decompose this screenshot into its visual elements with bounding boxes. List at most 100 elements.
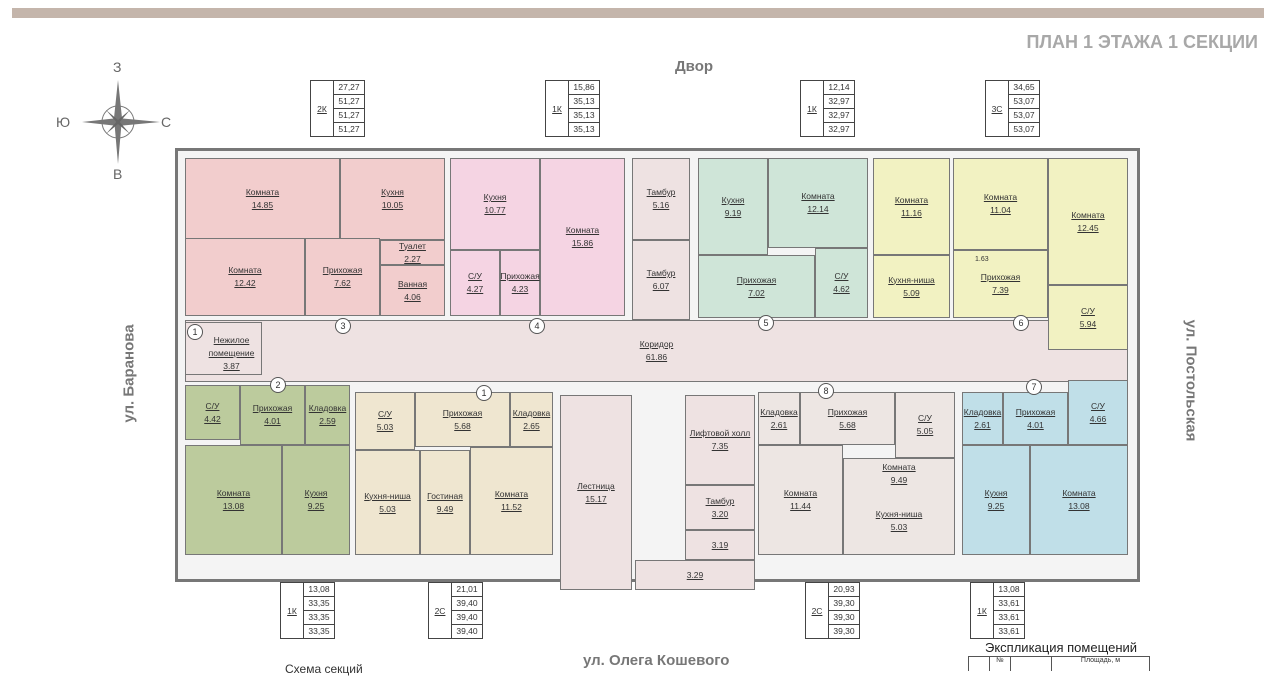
apartment-area-value: 21,01 <box>452 583 482 597</box>
apartment-type: 2С <box>806 583 829 638</box>
room-name: С/У <box>918 413 932 423</box>
room-area: 5.68 <box>839 419 856 430</box>
room: Комната 11.52 <box>470 447 553 555</box>
apartment-area-value: 15,86 <box>569 81 599 95</box>
room-area: 2.65 <box>523 420 540 431</box>
room-area: 2.27 <box>404 253 421 264</box>
room-area: 5.05 <box>916 426 934 436</box>
room-area: 11.16 <box>901 207 922 218</box>
apartment-type: 1К <box>801 81 824 136</box>
room-area: 14.85 <box>251 200 274 210</box>
room: Кладовка 2.61 <box>758 392 800 445</box>
room-name: С/У <box>1081 305 1095 316</box>
room-area: 5.16 <box>652 200 670 210</box>
compass-rose-icon <box>82 80 160 164</box>
room-area: 13.08 <box>1068 501 1090 511</box>
room-name: С/У <box>1091 400 1105 411</box>
apartment-area-value: 32,97 <box>828 124 850 134</box>
apartment-area-value: 39,40 <box>456 626 478 636</box>
room-area: 15.17 <box>585 493 607 504</box>
compass: З Ю С В <box>56 58 180 183</box>
room-area: 9.25 <box>987 501 1005 511</box>
room-area: 12.42 <box>234 278 256 288</box>
room: Комната 11.16 <box>873 158 950 255</box>
room-name: Прихожая <box>322 265 363 275</box>
room-area: 2.61 <box>770 419 788 430</box>
apartment-area-value: 12,14 <box>824 81 854 95</box>
apartment-area-value: 20,93 <box>829 583 859 597</box>
apartment-area-value: 35,13 <box>569 109 599 123</box>
room-name: Кухня-ниша <box>364 490 411 501</box>
room-area: 4.27 <box>466 284 484 294</box>
room-name: Комната <box>494 489 529 499</box>
explication-title: Экспликация помещений <box>985 640 1138 655</box>
room-name: С/У <box>468 271 482 281</box>
room-area: 10.05 <box>381 200 404 210</box>
room-name: Лифтовой холл <box>689 428 751 438</box>
room-area: 5.94 <box>1079 318 1097 329</box>
room-area: 9.25 <box>307 501 325 511</box>
apartment-area-value: 39,30 <box>829 597 859 611</box>
apartment-area-value: 35,13 <box>569 95 599 109</box>
room-name: Кладовка <box>760 406 798 417</box>
apartment-type: 3С <box>986 81 1009 136</box>
room-area: 11.04 <box>990 205 1011 215</box>
room-name: Прихожая <box>736 274 777 285</box>
room-name: Кладовка <box>308 403 347 413</box>
room-name: С/У <box>834 271 849 281</box>
apartment-area-value: 13,08 <box>304 583 334 597</box>
room-name: Комната <box>783 488 818 498</box>
room-name: Кухня-ниша <box>875 509 923 519</box>
street-bottom-label: ул. Олега Кошевого <box>583 652 730 669</box>
room-name: Нежилое помещение <box>208 335 255 358</box>
room-area: 4.01 <box>264 416 281 426</box>
room-name: Прихожая <box>980 272 1021 282</box>
apartment-area-value: 39,30 <box>833 626 855 636</box>
room-area: 11.44 <box>790 501 811 511</box>
apartment-number-marker: 5 <box>758 315 774 331</box>
room-name: Комната <box>894 194 929 205</box>
room-name: Тамбур <box>646 268 676 278</box>
room-name: Кухня <box>381 187 404 197</box>
room-area: 5.68 <box>454 420 471 431</box>
street-right-label: ул. Постольская <box>1182 319 1200 442</box>
header-bar <box>12 8 1264 18</box>
apartment-area-value: 51,27 <box>334 95 364 109</box>
apartment-type: 1К <box>546 81 569 136</box>
compass-south: В <box>113 166 123 182</box>
room-area: 61.86 <box>645 352 668 362</box>
room-area: 11.52 <box>501 502 522 512</box>
room-name: Прихожая <box>500 271 540 281</box>
apartment-type: 1К <box>971 583 994 638</box>
room: С/У 5.05 <box>895 392 955 458</box>
expl-col-area: Площадь, м <box>1080 657 1121 664</box>
apartment-area-value: 33,61 <box>994 597 1024 611</box>
room-area: 3.19 <box>711 539 729 550</box>
section-scheme-label: Схема секций <box>285 662 363 676</box>
room-name: Комната <box>882 461 916 472</box>
compass-north: З <box>113 59 122 75</box>
apartment-area-value: 33,35 <box>304 597 334 611</box>
